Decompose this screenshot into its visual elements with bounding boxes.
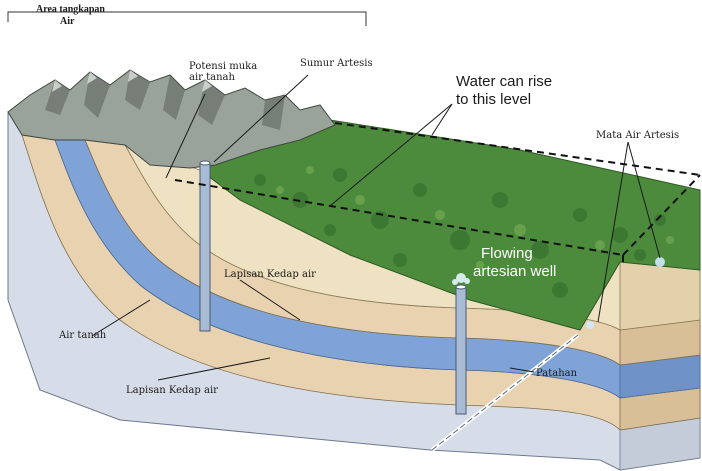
catchment-area-label-2: Air xyxy=(60,16,75,27)
lower-confining-label: Lapisan Kedap air xyxy=(126,385,218,396)
artesian-well-label: Sumur Artesis xyxy=(300,58,373,69)
potentiometric-label-2: air tanah xyxy=(189,72,236,83)
flowing-well-pipe xyxy=(456,287,466,414)
artesian-well-top xyxy=(200,161,210,165)
potentiometric-label: Potensi muka xyxy=(189,61,257,72)
fault-label: Patahan xyxy=(536,368,578,379)
water-rise-label-2: to this level xyxy=(456,91,531,108)
water-rise-label: Water can rise xyxy=(456,73,552,90)
right-side-beige xyxy=(620,262,700,330)
flowing-well-top xyxy=(456,285,466,289)
flowing-well-label-2: artesian well xyxy=(473,263,556,280)
upper-confining-label: Lapisan Kedap air xyxy=(224,269,316,280)
artesian-spring-label: Mata Air Artesis xyxy=(596,130,679,141)
artesian-well-pipe xyxy=(200,163,210,331)
groundwater-label: Air tanah xyxy=(58,330,107,341)
flowing-well-label: Flowing xyxy=(481,245,533,262)
catchment-area-label: Area tangkapan xyxy=(36,4,105,15)
